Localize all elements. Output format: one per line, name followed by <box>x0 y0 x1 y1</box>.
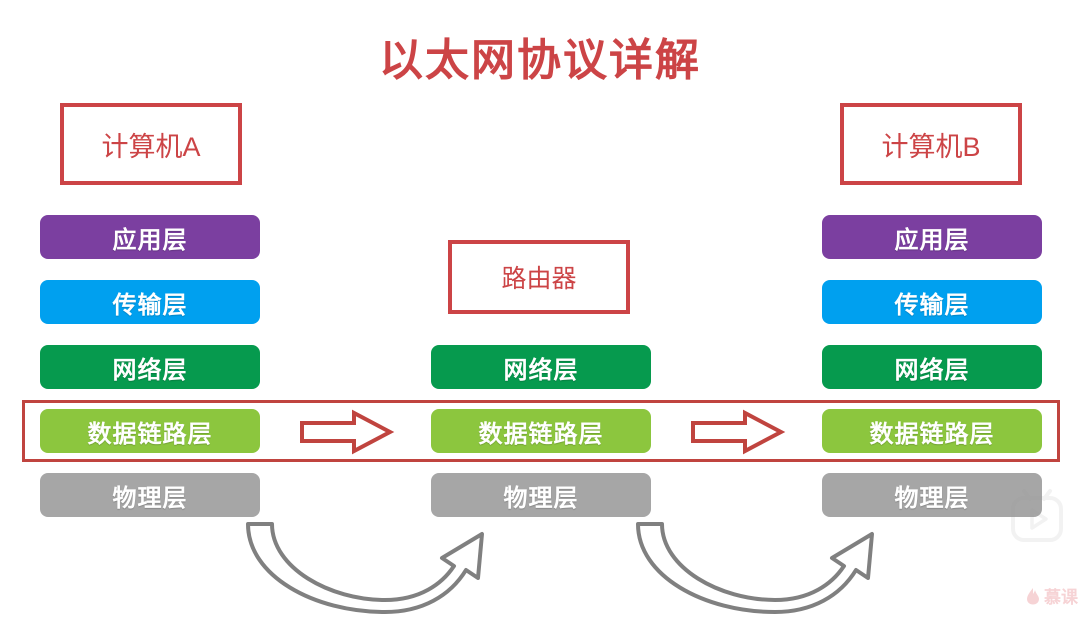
layer-network-a: 网络层 <box>40 345 260 389</box>
layer-label: 应用层 <box>112 226 188 254</box>
layer-physical-b: 物理层 <box>822 473 1042 517</box>
flame-icon <box>1027 587 1039 604</box>
layer-label: 应用层 <box>894 226 970 254</box>
router-label: 路由器 <box>501 265 577 293</box>
layer-physical-a: 物理层 <box>40 473 260 517</box>
layer-datalink-a: 数据链路层 <box>40 409 260 453</box>
layer-label: 物理层 <box>894 484 970 512</box>
layer-label: 网络层 <box>503 356 579 384</box>
host-label-computer-b: 计算机B <box>881 131 981 162</box>
layer-label: 网络层 <box>112 356 188 384</box>
layer-label: 物理层 <box>503 484 579 512</box>
watermark-logo-text: 慕课 <box>1044 588 1078 607</box>
datalink-flow-arrow-1-icon <box>296 409 396 460</box>
layer-transport-b: 传输层 <box>822 280 1042 324</box>
host-label-computer-a: 计算机A <box>101 131 201 162</box>
physical-flow-arrow-2-icon <box>600 520 890 620</box>
datalink-flow-arrow-2-icon <box>687 409 787 460</box>
datalink-emphasis-band <box>22 400 1060 462</box>
layer-datalink-b: 数据链路层 <box>822 409 1042 453</box>
layer-label: 数据链路层 <box>869 420 995 448</box>
host-box-computer-a: 计算机A <box>60 103 242 185</box>
layer-datalink-router: 数据链路层 <box>431 409 651 453</box>
layer-label: 数据链路层 <box>87 420 213 448</box>
layer-transport-a: 传输层 <box>40 280 260 324</box>
layer-application-a: 应用层 <box>40 215 260 259</box>
layer-label: 物理层 <box>112 484 188 512</box>
page-title: 以太网协议详解 <box>379 36 701 85</box>
layer-network-b: 网络层 <box>822 345 1042 389</box>
layer-label: 传输层 <box>112 291 188 319</box>
physical-flow-arrow-1-icon <box>210 520 500 620</box>
layer-label: 传输层 <box>894 291 970 319</box>
layer-network-router: 网络层 <box>431 345 651 389</box>
host-box-computer-b: 计算机B <box>840 103 1022 185</box>
layer-physical-router: 物理层 <box>431 473 651 517</box>
layer-application-b: 应用层 <box>822 215 1042 259</box>
layer-label: 网络层 <box>894 356 970 384</box>
play-button-icon <box>1008 485 1066 552</box>
layer-label: 数据链路层 <box>478 420 604 448</box>
watermark-logo: 慕课 <box>1025 583 1078 608</box>
router-box: 路由器 <box>448 240 630 314</box>
